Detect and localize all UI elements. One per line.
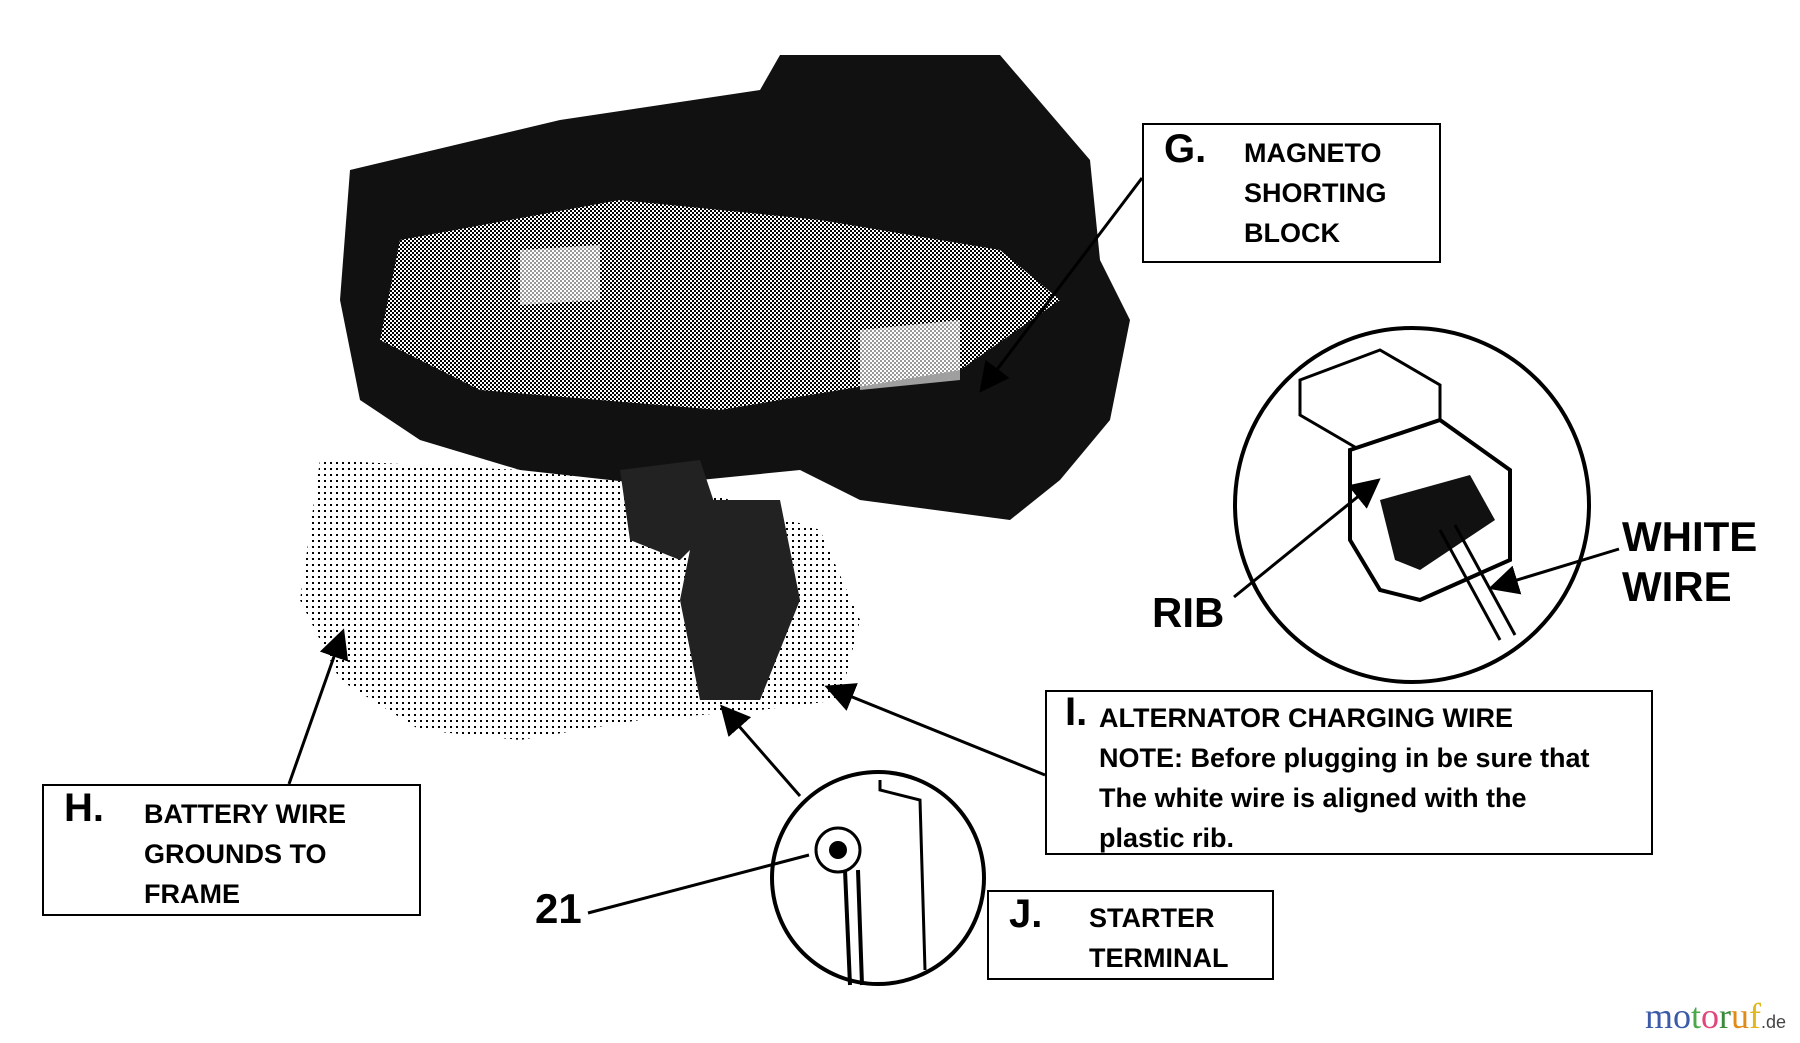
white-wire-label: WHITE WIRE bbox=[1622, 512, 1757, 612]
line: NOTE: Before plugging in be sure that bbox=[1099, 743, 1590, 773]
wm-letter: f bbox=[1748, 996, 1761, 1036]
callout-text: BATTERY WIRE GROUNDS TO FRAME bbox=[144, 794, 346, 914]
line: SHORTING bbox=[1244, 178, 1387, 208]
wm-suffix: .de bbox=[1760, 1012, 1786, 1032]
line: BATTERY WIRE bbox=[144, 799, 346, 829]
callout-j: J. STARTER TERMINAL bbox=[987, 890, 1274, 980]
line: MAGNETO bbox=[1244, 138, 1382, 168]
wm-letter: t bbox=[1690, 996, 1701, 1036]
line: plastic rib. bbox=[1099, 823, 1235, 853]
part-number-21: 21 bbox=[535, 885, 582, 932]
j-arrow bbox=[720, 704, 802, 797]
callout-letter: H. bbox=[64, 786, 104, 830]
wm-letter: o bbox=[1700, 996, 1719, 1036]
callout-letter: J. bbox=[1009, 892, 1043, 936]
line: ALTERNATOR CHARGING WIRE bbox=[1099, 703, 1513, 733]
callout-letter: G. bbox=[1164, 127, 1207, 171]
rib-arrow bbox=[1233, 478, 1381, 599]
wm-letter: r bbox=[1718, 996, 1731, 1036]
wm-letter: o bbox=[1672, 996, 1691, 1036]
wm-letter: m bbox=[1644, 996, 1673, 1036]
callout-g: G. MAGNETO SHORTING BLOCK bbox=[1142, 123, 1441, 263]
g-arrow bbox=[979, 177, 1144, 393]
h-arrow bbox=[287, 628, 349, 785]
i-arrow bbox=[824, 683, 1046, 777]
starter-detail-circle bbox=[770, 770, 986, 986]
line: GROUNDS TO bbox=[144, 839, 327, 869]
line: WIRE bbox=[1622, 563, 1732, 610]
line: FRAME bbox=[144, 879, 240, 909]
line: BLOCK bbox=[1244, 218, 1340, 248]
callout-letter: I. bbox=[1065, 690, 1088, 734]
callout-text: ALTERNATOR CHARGING WIRE NOTE: Before pl… bbox=[1099, 698, 1590, 858]
callout-text: MAGNETO SHORTING BLOCK bbox=[1244, 133, 1387, 253]
callout-text: STARTER TERMINAL bbox=[1089, 898, 1228, 978]
part-21-leader bbox=[587, 853, 810, 915]
white-wire-arrow bbox=[1488, 547, 1620, 595]
line: STARTER bbox=[1089, 903, 1215, 933]
line: TERMINAL bbox=[1089, 943, 1229, 973]
callout-h: H. BATTERY WIRE GROUNDS TO FRAME bbox=[42, 784, 421, 916]
wm-letter: u bbox=[1730, 996, 1749, 1036]
watermark-logo: motoruf.de bbox=[1645, 995, 1786, 1037]
line: The white wire is aligned with the bbox=[1099, 783, 1527, 813]
line: WHITE bbox=[1622, 513, 1758, 560]
rib-label: RIB bbox=[1152, 589, 1225, 636]
callout-i: I. ALTERNATOR CHARGING WIRE NOTE: Before… bbox=[1045, 690, 1653, 855]
